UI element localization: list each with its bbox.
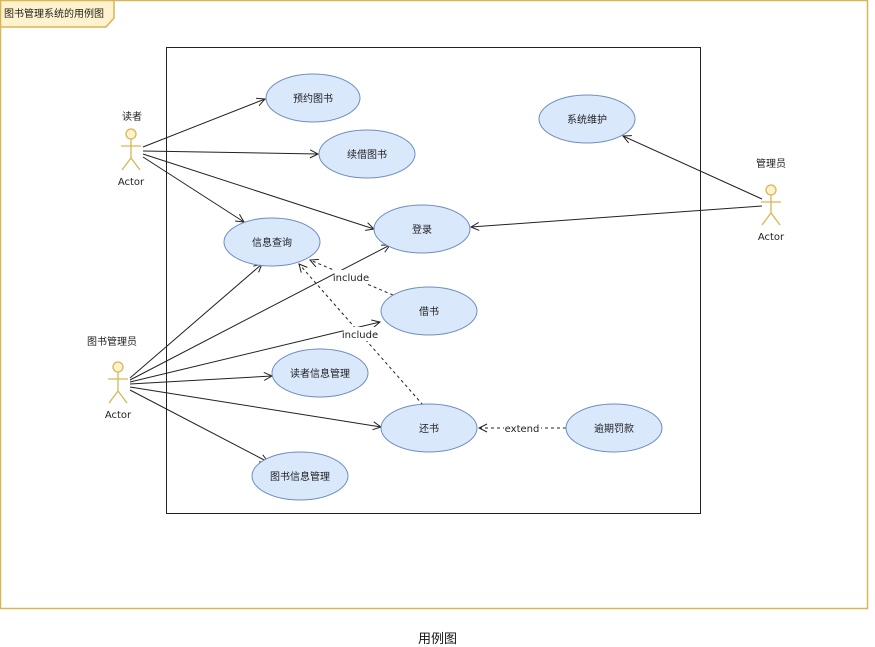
admin-to-maintenance — [623, 136, 763, 200]
use-case-reader-info-mgmt-label: 读者信息管理 — [290, 367, 350, 380]
system-boundary — [166, 47, 701, 514]
librarian-to-reader-info — [129, 376, 272, 385]
reader-to-reserve — [142, 99, 265, 148]
use-case-login-label: 登录 — [412, 223, 432, 236]
use-case-renew-book[interactable]: 续借图书 — [318, 129, 416, 179]
include-label-1: include — [333, 273, 369, 284]
extend-label: extend — [505, 424, 540, 435]
librarian-to-login — [129, 245, 390, 381]
actor-reader[interactable]: 读者 Actor — [118, 110, 145, 188]
include-label-bg-1 — [334, 270, 369, 284]
actor-admin-type: Actor — [758, 232, 785, 243]
actor-admin[interactable]: 管理员 Actor — [756, 157, 786, 243]
actor-librarian-stick-figure — [108, 361, 128, 404]
use-case-login[interactable]: 登录 — [373, 204, 471, 254]
use-case-reserve-book-label: 预约图书 — [293, 92, 333, 105]
librarian-to-book-info — [129, 389, 268, 462]
use-case-info-query[interactable]: 信息查询 — [223, 217, 321, 267]
include-label-bg-2 — [343, 327, 378, 341]
use-case-return-book-label: 还书 — [419, 423, 439, 435]
actor-admin-name: 管理员 — [756, 157, 786, 170]
frame-title: 图书管理系统的用例图 — [4, 7, 104, 20]
actor-librarian-type: Actor — [105, 410, 132, 421]
figure-caption: 用例图 — [417, 632, 457, 647]
use-case-renew-book-label: 续借图书 — [347, 148, 387, 161]
use-case-overdue-fine-label: 逾期罚款 — [594, 422, 634, 435]
use-case-system-maintenance[interactable]: 系统维护 — [538, 94, 636, 144]
use-case-reserve-book[interactable]: 预约图书 — [265, 73, 361, 123]
reader-to-renew — [142, 151, 318, 154]
extend-label-bg — [504, 421, 541, 435]
use-case-reader-info-mgmt[interactable]: 读者信息管理 — [271, 348, 369, 398]
actor-reader-name: 读者 — [122, 110, 142, 123]
use-case-borrow-book-label: 借书 — [419, 306, 439, 318]
actor-librarian[interactable]: 图书管理员 Actor — [87, 335, 137, 421]
use-case-book-info-mgmt[interactable]: 图书信息管理 — [251, 451, 349, 501]
diagram-frame — [0, 0, 869, 610]
use-cases: 预约图书 续借图书 系统维护 信息查询 登录 借书 读者信息管理 还书 — [223, 73, 663, 501]
actor-reader-stick-figure — [121, 128, 141, 171]
librarian-to-query — [129, 264, 262, 379]
use-case-book-info-mgmt-label: 图书信息管理 — [270, 470, 330, 483]
use-case-return-book[interactable]: 还书 — [380, 403, 478, 453]
include-label-2: include — [342, 330, 378, 341]
use-case-overdue-fine[interactable]: 逾期罚款 — [565, 403, 663, 453]
use-case-system-maintenance-label: 系统维护 — [567, 113, 607, 126]
use-case-borrow-book[interactable]: 借书 — [380, 286, 478, 336]
actor-reader-type: Actor — [118, 177, 145, 188]
reader-to-query — [142, 156, 244, 222]
return-includes-query — [299, 264, 424, 406]
admin-to-login — [471, 205, 763, 227]
librarian-to-borrow — [129, 322, 380, 383]
dependencies — [299, 260, 566, 428]
actor-admin-stick-figure — [761, 184, 781, 226]
actor-librarian-name: 图书管理员 — [87, 335, 137, 348]
use-case-info-query-label: 信息查询 — [252, 236, 292, 249]
associations — [129, 99, 763, 462]
reader-to-login — [142, 153, 374, 229]
frame-title-tab — [0, 0, 115, 28]
librarian-to-return — [129, 386, 381, 427]
